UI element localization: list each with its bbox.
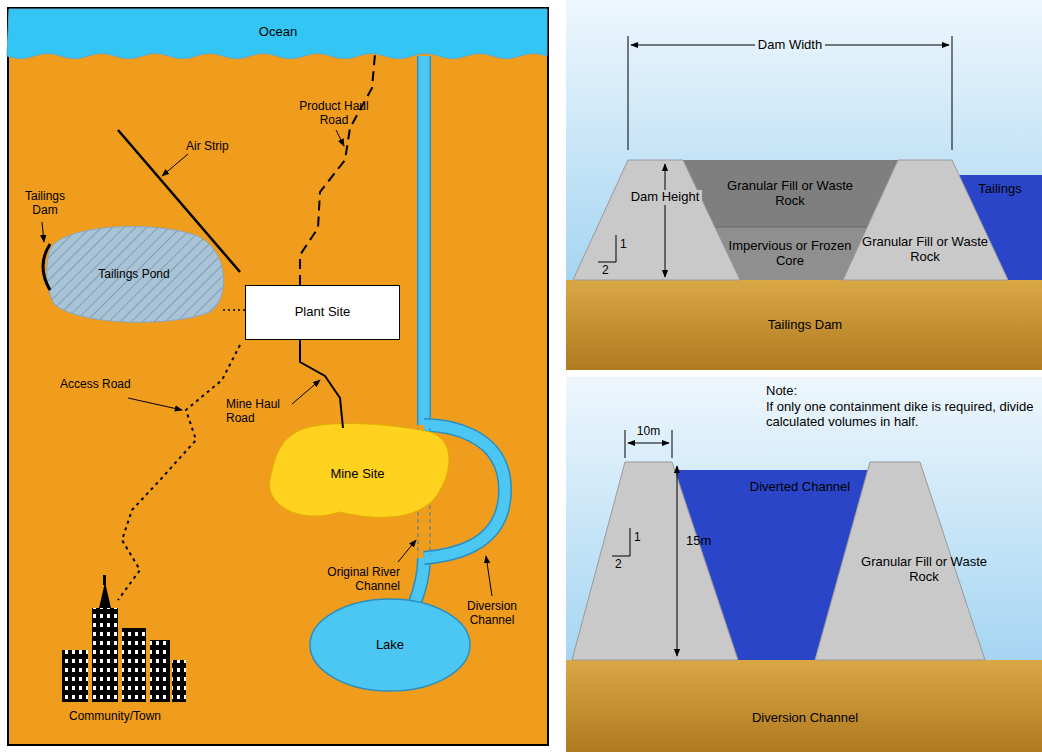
node-text: Granular Fill or Waste Rock: [862, 235, 988, 265]
lake-region: Lake: [310, 600, 470, 690]
note-text: If only one containment dike is required…: [766, 400, 1042, 430]
node-text: Mine Site: [330, 467, 384, 482]
callout-label: Original River Channel: [312, 566, 400, 594]
pond-region: Tailings Pond: [45, 230, 223, 320]
slope-number: 2: [602, 264, 612, 278]
tailings-water: Tailings: [958, 178, 1042, 200]
dimension-label: 15m: [686, 534, 720, 549]
node-text: Plant Site: [295, 305, 351, 320]
road-line: [300, 54, 375, 285]
callout-label: Access Road: [60, 378, 140, 392]
channel-water: Diverted Channel: [735, 476, 865, 498]
core-zone: Impervious or Frozen Core: [724, 230, 856, 278]
panel-title: Diversion Channel: [720, 711, 890, 726]
node-text: Granular Fill or Waste Rock: [724, 179, 856, 209]
fill-zone: Granular Fill or Waste Rock: [862, 226, 988, 274]
dimension-label: Dam Height: [628, 190, 703, 205]
slope-number: 1: [634, 531, 644, 545]
callout-label: Product Haul Road: [296, 100, 372, 128]
callout-label: Tailings Dam: [18, 190, 72, 218]
slope-number: 1: [620, 238, 630, 252]
panel-title: Tailings Dam: [720, 318, 890, 333]
node-text: Granular Fill or Waste Rock: [858, 555, 990, 585]
dimension-label: 10m: [625, 425, 672, 439]
slope-number: 2: [615, 558, 625, 572]
callout-label: Air Strip: [186, 140, 246, 154]
road-line: [223, 309, 245, 311]
node-text: Ocean: [259, 25, 297, 40]
callout-label: Diversion Channel: [452, 600, 532, 628]
fill-zone: Granular Fill or Waste Rock: [858, 546, 990, 594]
place-label: Community/Town: [50, 710, 180, 724]
mine-region: Mine Site: [265, 428, 450, 520]
node-text: Impervious or Frozen Core: [724, 239, 856, 269]
node-text: Diverted Channel: [750, 480, 850, 495]
node-text: Tailings Pond: [98, 268, 169, 282]
dimension-label: Dam Width: [755, 38, 825, 53]
callout-label: Mine Haul Road: [226, 398, 292, 426]
road-line: [300, 340, 343, 428]
note-heading: Note:: [766, 384, 826, 399]
ocean-band: Ocean: [10, 10, 546, 54]
plant-box: Plant Site: [245, 285, 400, 340]
node-text: Lake: [376, 638, 404, 653]
node-text: Tailings: [978, 182, 1021, 197]
fill-zone: Granular Fill or Waste Rock: [724, 164, 856, 224]
